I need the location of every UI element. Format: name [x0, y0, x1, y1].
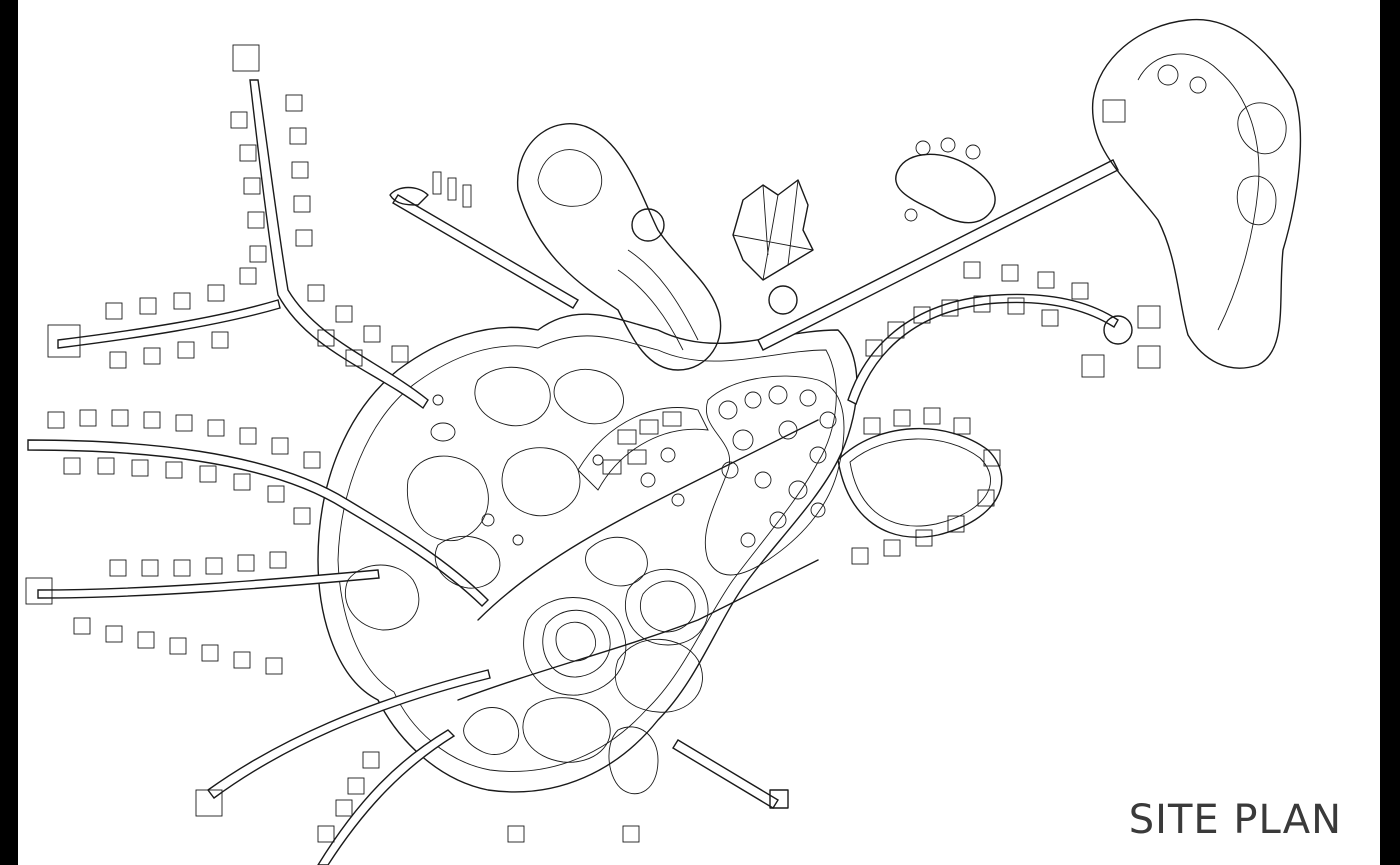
- central-lagoon-cluster: [344, 366, 624, 631]
- east-arm-upper-road: [847, 293, 1119, 405]
- west-arm-middle-villas: [47, 409, 321, 525]
- site-plan-drawing: [25, 18, 1302, 865]
- jetty: [672, 739, 779, 809]
- west-arm-lower-road: [37, 569, 380, 599]
- floating-pavilion: [895, 153, 996, 224]
- left-border: [0, 0, 18, 865]
- garden-pods: [463, 536, 709, 795]
- island-resort: [1091, 18, 1302, 369]
- west-arm-lower-villas: [25, 551, 287, 675]
- east-arm-lower-road: [837, 428, 1003, 538]
- west-arm-upper-road: [57, 299, 281, 349]
- east-arm-lower-villas: [851, 407, 1001, 565]
- south-arm-villas: [195, 751, 640, 843]
- east-arm-upper-villas: [865, 261, 1161, 378]
- right-border: [1380, 0, 1400, 865]
- west-arm-upper-villas: [47, 267, 257, 369]
- north-arm-villas: [230, 44, 409, 367]
- tent-canopy: [732, 179, 814, 281]
- main-pavilion: [517, 123, 722, 371]
- plan-title: SITE PLAN: [1128, 797, 1342, 843]
- west-arm-middle-road: [27, 439, 489, 607]
- causeway-road: [757, 159, 1119, 351]
- south-arm-road: [207, 669, 491, 799]
- pavilion-row: [577, 407, 709, 491]
- landmass-inner-outline: [337, 335, 837, 772]
- nw-pier: [392, 194, 579, 309]
- forest-park: [640, 375, 845, 576]
- north-arm-road: [249, 79, 429, 410]
